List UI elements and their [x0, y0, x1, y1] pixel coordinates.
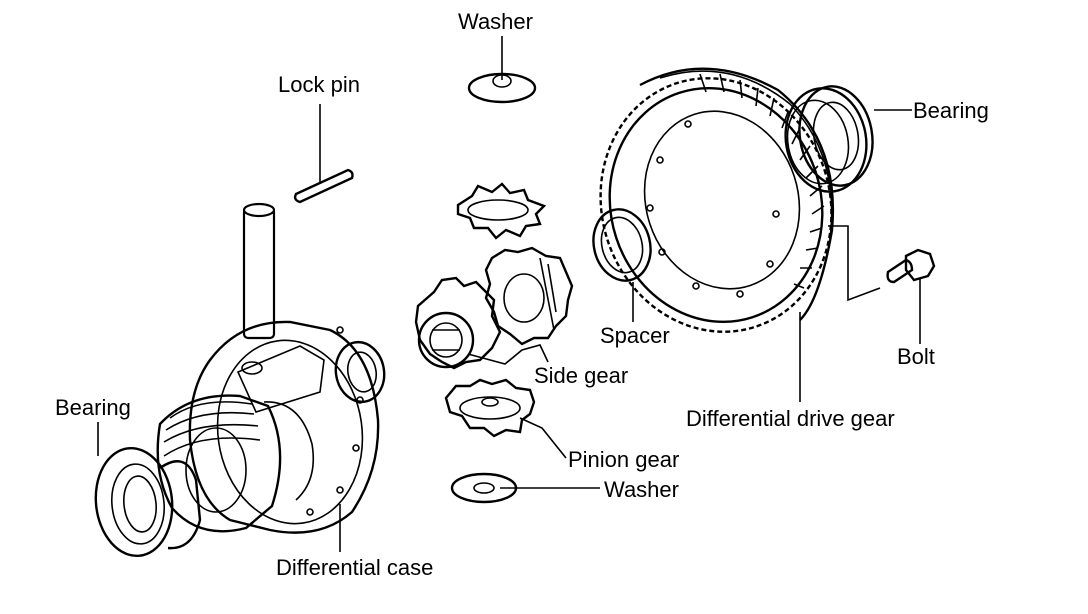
- side-gear-back-part: [484, 246, 574, 346]
- label-pinion-gear: Pinion gear: [568, 447, 680, 472]
- bearing-left-part: [94, 422, 202, 558]
- side-gear-front-part: [414, 276, 502, 370]
- label-lock-pin: Lock pin: [278, 72, 360, 97]
- label-differential-drive-gear: Differential drive gear: [686, 406, 895, 431]
- bolt-part: [886, 248, 936, 344]
- differential-drive-gear-part: [599, 67, 881, 402]
- label-bearing-left: Bearing: [55, 395, 131, 420]
- differential-case-part: [156, 202, 386, 552]
- bearing-right-part: [784, 85, 912, 193]
- washer-bottom-part: [450, 472, 600, 504]
- label-washer-bottom: Washer: [604, 477, 679, 502]
- washer-top-part: [467, 36, 537, 104]
- label-washer-top: Washer: [458, 9, 533, 34]
- label-bearing-right: Bearing: [913, 98, 989, 123]
- spacer-part: [592, 208, 652, 322]
- label-bolt: Bolt: [897, 344, 935, 369]
- upper-pinion-gear-part: [456, 182, 547, 240]
- label-differential-case: Differential case: [276, 555, 434, 580]
- side-gear-leader: [467, 344, 549, 365]
- label-spacer: Spacer: [600, 323, 670, 348]
- label-side-gear: Side gear: [534, 363, 629, 388]
- lower-pinion-gear-part: [444, 378, 567, 459]
- lock-pin-part: [293, 104, 354, 204]
